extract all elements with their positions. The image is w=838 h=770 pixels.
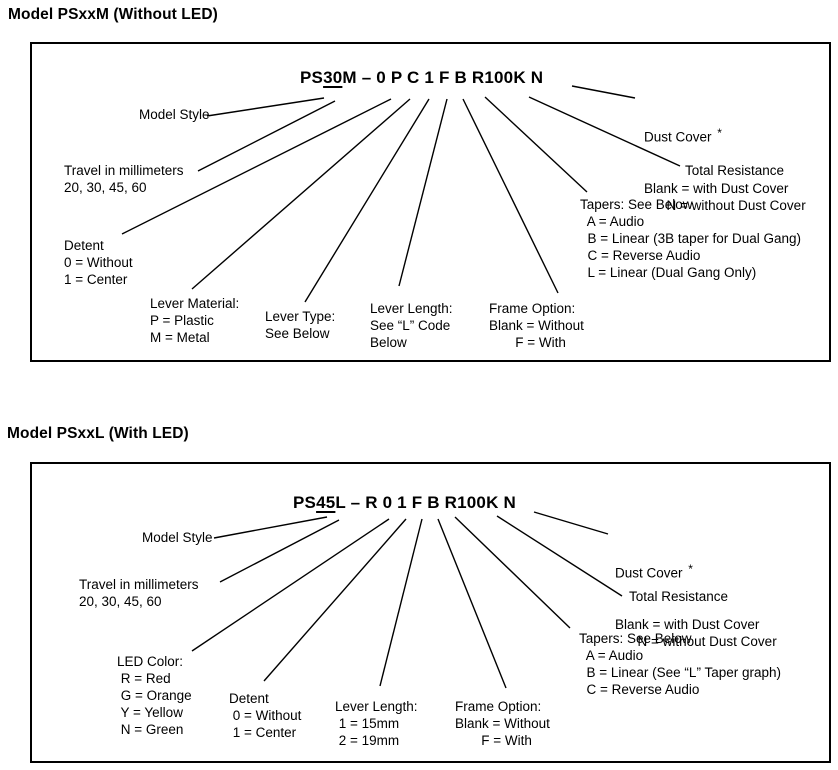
footnote-asterisk: *: [717, 126, 722, 140]
leader-line-travel: [197, 100, 336, 172]
part-number-psxxm: PS30M – 0 P C 1 F B R100K N: [300, 68, 543, 88]
callout-dust-cover-options: Blank = with Dust Cover N = without Dust…: [615, 616, 777, 649]
leader-line-frame-option: [437, 518, 507, 689]
pn-separator: –: [345, 493, 366, 512]
callout-frame-option: Frame Option: Blank = Without F = With: [455, 699, 550, 748]
leader-lines-psxxm: [121, 85, 681, 303]
callout-model-style: Model Style: [142, 530, 213, 545]
callout-detent: Detent 0 = Without 1 = Center: [229, 691, 302, 740]
pn-separator: –: [356, 68, 377, 87]
leader-line-model-style: [213, 516, 328, 539]
leader-line-total-resistance: [496, 515, 623, 597]
pn-model-prefix: PS: [293, 493, 317, 512]
dust-cover-text: Dust Cover: [644, 129, 716, 145]
callout-lever-length: Lever Length: 1 = 15mm 2 = 19mm: [335, 699, 418, 748]
leader-line-total-resistance: [528, 96, 681, 167]
pn-travel-code: 45: [316, 493, 336, 512]
dust-cover-text: Dust Cover: [615, 565, 687, 581]
leader-line-lever-material: [191, 98, 411, 290]
footnote-asterisk: *: [688, 562, 693, 576]
callout-lever-type: Lever Type: See Below: [265, 309, 336, 341]
leader-line-tapers: [454, 516, 571, 629]
callout-dust-cover-options: Blank = with Dust Cover N = without Dust…: [644, 180, 806, 213]
callout-tapers: Tapers: See Below A = Audio B = Linear (…: [579, 631, 781, 697]
leader-line-frame-option: [462, 98, 559, 294]
section-heading-psxxm: Model PSxxM (Without LED): [8, 6, 218, 23]
leader-lines-psxxl: [191, 511, 623, 689]
section-heading-psxxl: Model PSxxL (With LED): [7, 425, 189, 442]
leader-line-lever-type: [304, 98, 430, 303]
pn-model-suffix: M: [342, 68, 357, 87]
leader-line-dust-cover: [533, 511, 609, 535]
leader-line-detent: [263, 518, 407, 682]
callout-lever-length: Lever Length: See “L” Code Below: [370, 301, 453, 350]
callout-detent: Detent 0 = Without 1 = Center: [64, 238, 133, 287]
part-number-psxxl: PS45L – R 0 1 F B R100K N: [293, 493, 516, 513]
callout-frame-option: Frame Option: Blank = Without F = With: [489, 301, 584, 350]
diagram-box-psxxl: PS45L – R 0 1 F B R100K N Model Style Tr…: [30, 462, 831, 763]
callout-travel: Travel in millimeters 20, 30, 45, 60: [64, 163, 184, 195]
callout-tapers: Tapers: See Below A = Audio B = Linear (…: [580, 197, 801, 280]
callout-led-color: LED Color: R = Red G = Orange Y = Yellow…: [117, 654, 192, 737]
pn-option-codes: 0 P C 1 F B R100K N: [376, 68, 544, 87]
leader-line-tapers: [484, 96, 588, 193]
callout-dust-cover-title: Dust Cover *: [615, 560, 777, 582]
leader-line-travel: [219, 519, 340, 583]
leader-line-lever-length: [398, 98, 448, 287]
leader-line-lever-length: [379, 518, 423, 687]
pn-model-prefix: PS: [300, 68, 324, 87]
callout-dust-cover-title: Dust Cover *: [644, 124, 806, 146]
leader-line-led-color: [191, 518, 390, 652]
callout-lever-material: Lever Material: P = Plastic M = Metal: [150, 296, 240, 345]
leader-line-model-style: [206, 97, 325, 117]
pn-model-suffix: L: [335, 493, 346, 512]
callout-dust-cover: Dust Cover * Blank = with Dust Cover N =…: [615, 526, 777, 684]
callout-total-resistance: Total Resistance: [629, 589, 729, 604]
pn-option-codes: R 0 1 F B R100K N: [365, 493, 516, 512]
leader-line-detent: [121, 98, 392, 235]
callout-dust-cover: Dust Cover * Blank = with Dust Cover N =…: [644, 90, 806, 248]
leader-line-dust-cover: [571, 85, 636, 99]
callout-model-style: Model Style: [139, 107, 210, 122]
pn-travel-code: 30: [323, 68, 343, 87]
callout-travel: Travel in millimeters 20, 30, 45, 60: [79, 577, 199, 609]
diagram-box-psxxm: PS30M – 0 P C 1 F B R100K N Model Style …: [30, 42, 831, 362]
callout-total-resistance: Total Resistance: [685, 163, 785, 178]
